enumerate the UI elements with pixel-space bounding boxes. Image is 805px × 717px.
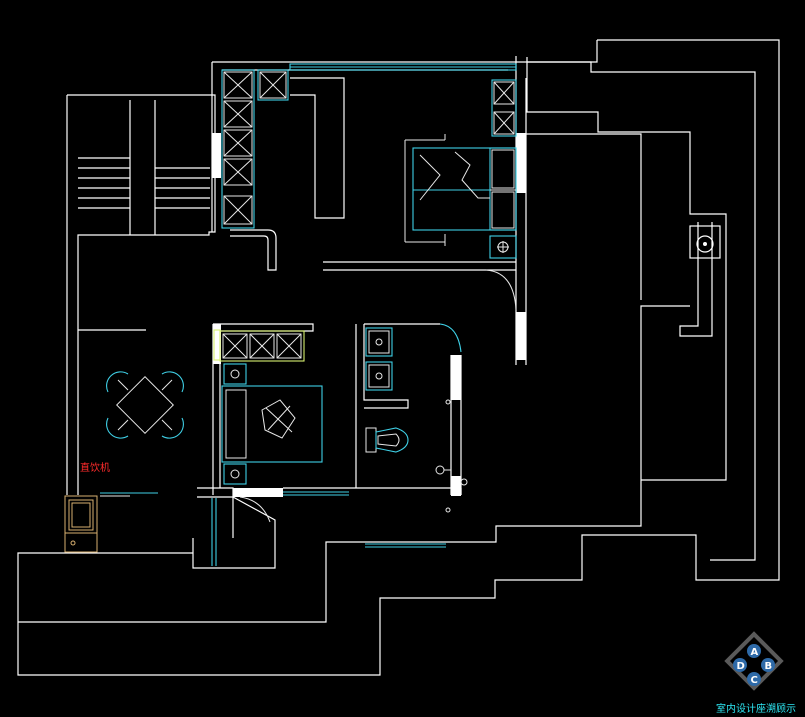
master-wardrobe bbox=[491, 79, 517, 137]
logo-circle-a bbox=[747, 644, 761, 658]
kitchen-cabinets bbox=[221, 63, 517, 271]
water-dispenser bbox=[64, 495, 98, 553]
appliance-label: 直饮机 bbox=[80, 461, 110, 474]
main-walls bbox=[66, 61, 642, 569]
logo-circle-b bbox=[761, 658, 775, 672]
wall-pillars bbox=[212, 133, 526, 497]
logo-letter-a: A bbox=[751, 647, 759, 658]
logo-letter-d: D bbox=[737, 661, 745, 672]
watermark-text: 室内设计座溯顾示 bbox=[716, 702, 796, 715]
terrace-outline bbox=[17, 39, 780, 676]
second-bedroom bbox=[213, 329, 323, 485]
dining-table bbox=[106, 371, 184, 439]
logo-circle-c bbox=[747, 672, 761, 686]
bathroom-fixtures bbox=[365, 323, 468, 513]
company-logo: A B C D bbox=[724, 631, 784, 691]
balcony-fixture bbox=[679, 222, 721, 337]
logo-circle-d bbox=[733, 658, 747, 672]
logo-letter-c: C bbox=[751, 675, 758, 686]
master-bed bbox=[404, 134, 517, 311]
doors-windows bbox=[100, 491, 446, 566]
logo-letter-b: B bbox=[765, 661, 773, 672]
staircase bbox=[78, 100, 210, 235]
